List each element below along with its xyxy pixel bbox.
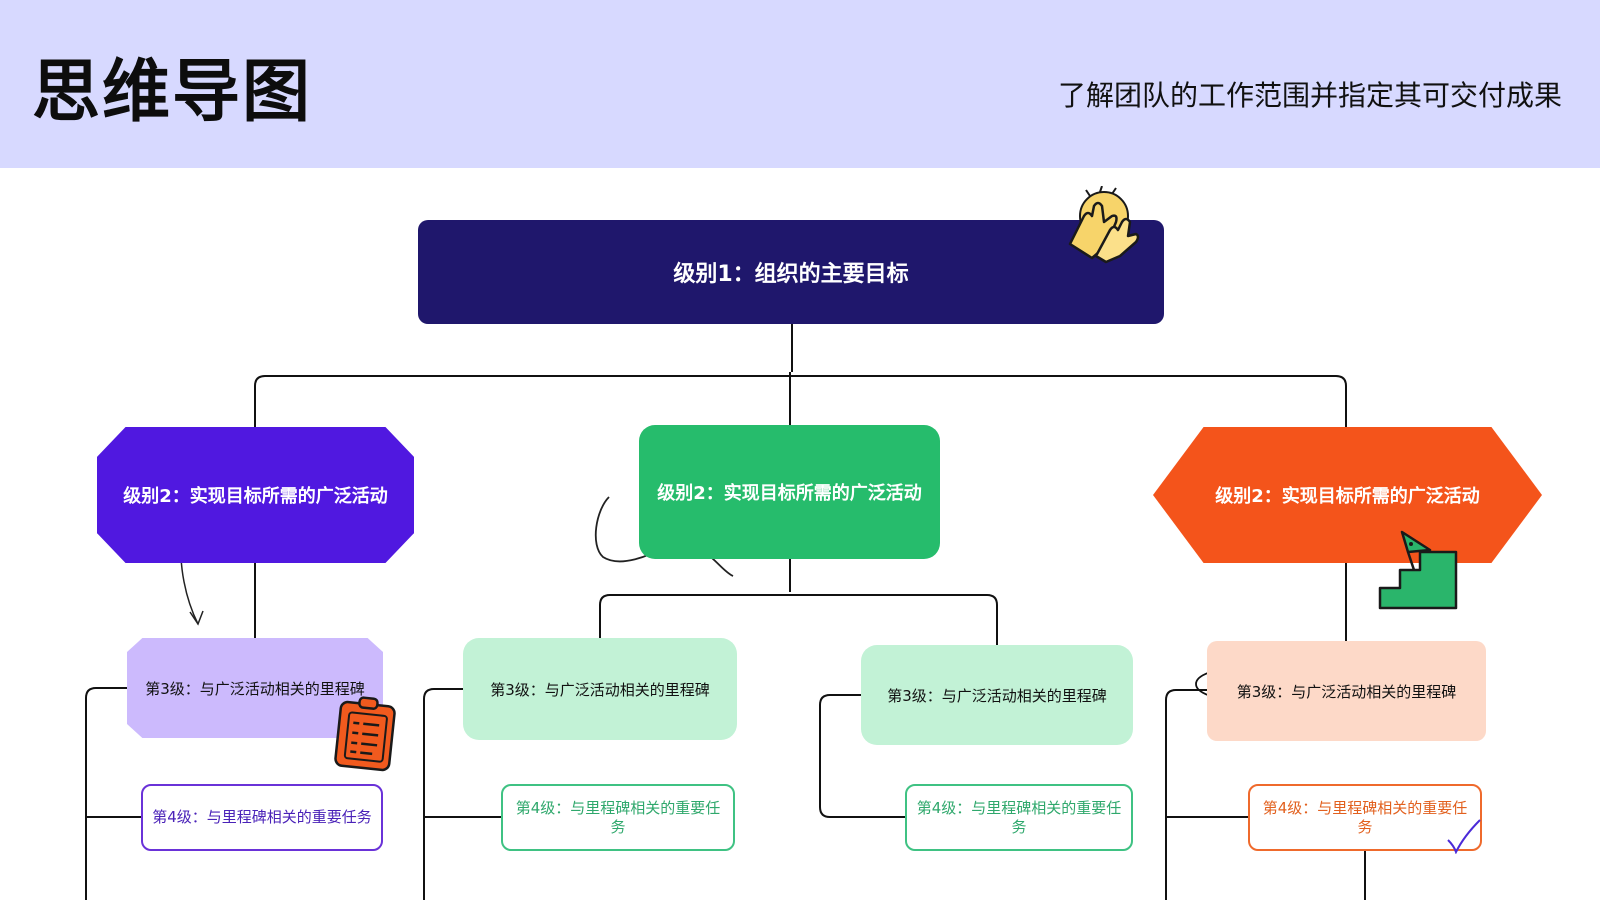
level2-node-center: 级别2：实现目标所需的广泛活动 [639, 425, 940, 559]
checkmark-icon [1447, 819, 1481, 854]
high-five-icon [1068, 186, 1140, 264]
level1-node: 级别1：组织的主要目标 [418, 220, 1164, 324]
level4-node-4: 第4级：与里程碑相关的重要任务 [1248, 784, 1482, 851]
level2-node-left: 级别2：实现目标所需的广泛活动 [97, 427, 414, 563]
level1-label: 级别1：组织的主要目标 [673, 262, 909, 287]
level3-label: 第3级：与广泛活动相关的里程碑 [887, 686, 1107, 705]
page-title: 思维导图 [32, 53, 313, 132]
level4-label: 第4级：与里程碑相关的重要任务 [515, 798, 721, 836]
level3-label: 第3级：与广泛活动相关的里程碑 [145, 679, 365, 698]
level2-label: 级别2：实现目标所需的广泛活动 [1215, 486, 1480, 507]
level2-label: 级别2：实现目标所需的广泛活动 [657, 483, 922, 504]
level3-node-3: 第3级：与广泛活动相关的里程碑 [861, 645, 1133, 745]
level4-node-3: 第4级：与里程碑相关的重要任务 [905, 784, 1133, 851]
level2-label: 级别2：实现目标所需的广泛活动 [123, 486, 388, 507]
level3-label: 第3级：与广泛活动相关的里程碑 [1236, 682, 1457, 701]
stairs-flag-icon [1378, 530, 1458, 610]
header-banner: 思维导图 了解团队的工作范围并指定其可交付成果 [0, 0, 1600, 168]
level4-label: 第4级：与里程碑相关的重要任务 [152, 808, 372, 826]
level4-node-1: 第4级：与里程碑相关的重要任务 [141, 784, 383, 851]
level3-label: 第3级：与广泛活动相关的里程碑 [490, 680, 710, 699]
level4-label: 第4级：与里程碑相关的重要任务 [916, 798, 1122, 836]
level4-label: 第4级：与里程碑相关的重要任务 [1262, 798, 1468, 836]
level2-node-right: 级别2：实现目标所需的广泛活动 [1153, 427, 1542, 563]
level3-node-4: 第3级：与广泛活动相关的里程碑 [1207, 641, 1486, 741]
level3-node-2: 第3级：与广泛活动相关的里程碑 [463, 638, 737, 740]
clipboard-icon [334, 696, 396, 772]
page-subtitle: 了解团队的工作范围并指定其可交付成果 [1057, 79, 1562, 112]
level4-node-2: 第4级：与里程碑相关的重要任务 [501, 784, 735, 851]
